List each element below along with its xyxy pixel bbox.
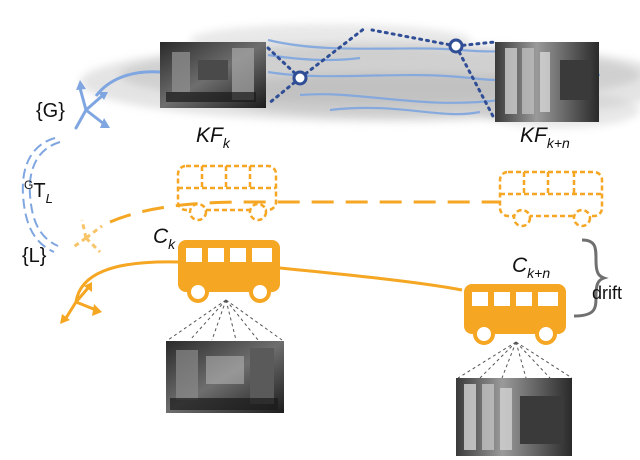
camera-frustum-left xyxy=(167,299,283,341)
keyframe-left-image xyxy=(160,42,266,108)
kf-left-label: KFk xyxy=(196,124,231,151)
global-frame-axes-icon xyxy=(74,80,110,130)
kf-right-label: KFk+n xyxy=(520,124,570,151)
drift-label: drift xyxy=(592,283,622,303)
frame-local-label: {L} xyxy=(22,245,47,267)
ghost-bus-right-icon xyxy=(498,170,604,228)
local-dashed-trajectory xyxy=(109,200,500,224)
local-frame-dashed-axes-icon xyxy=(71,219,103,254)
landmark-left-icon xyxy=(292,70,308,86)
bus-right-icon xyxy=(464,284,566,345)
ghost-bus-left-icon xyxy=(176,164,278,222)
keyframe-right-image xyxy=(495,42,599,122)
frame-global-label: {G} xyxy=(36,100,65,122)
camera-view-right-image xyxy=(456,378,572,456)
camera-frustum-right xyxy=(457,341,573,379)
drift-brace xyxy=(573,238,609,318)
camera-view-left-image xyxy=(166,341,284,413)
landmark-right-icon xyxy=(448,38,464,54)
global-frame-arrow xyxy=(94,70,161,97)
local-solid-trajectory xyxy=(74,260,463,303)
transform-arc xyxy=(21,137,61,253)
local-frame-axes-icon xyxy=(60,282,102,324)
cam-left-label: Ck xyxy=(153,225,176,252)
bus-left-icon xyxy=(178,240,280,303)
cam-right-label: Ck+n xyxy=(512,254,550,281)
transform-label: GTL xyxy=(24,178,53,206)
